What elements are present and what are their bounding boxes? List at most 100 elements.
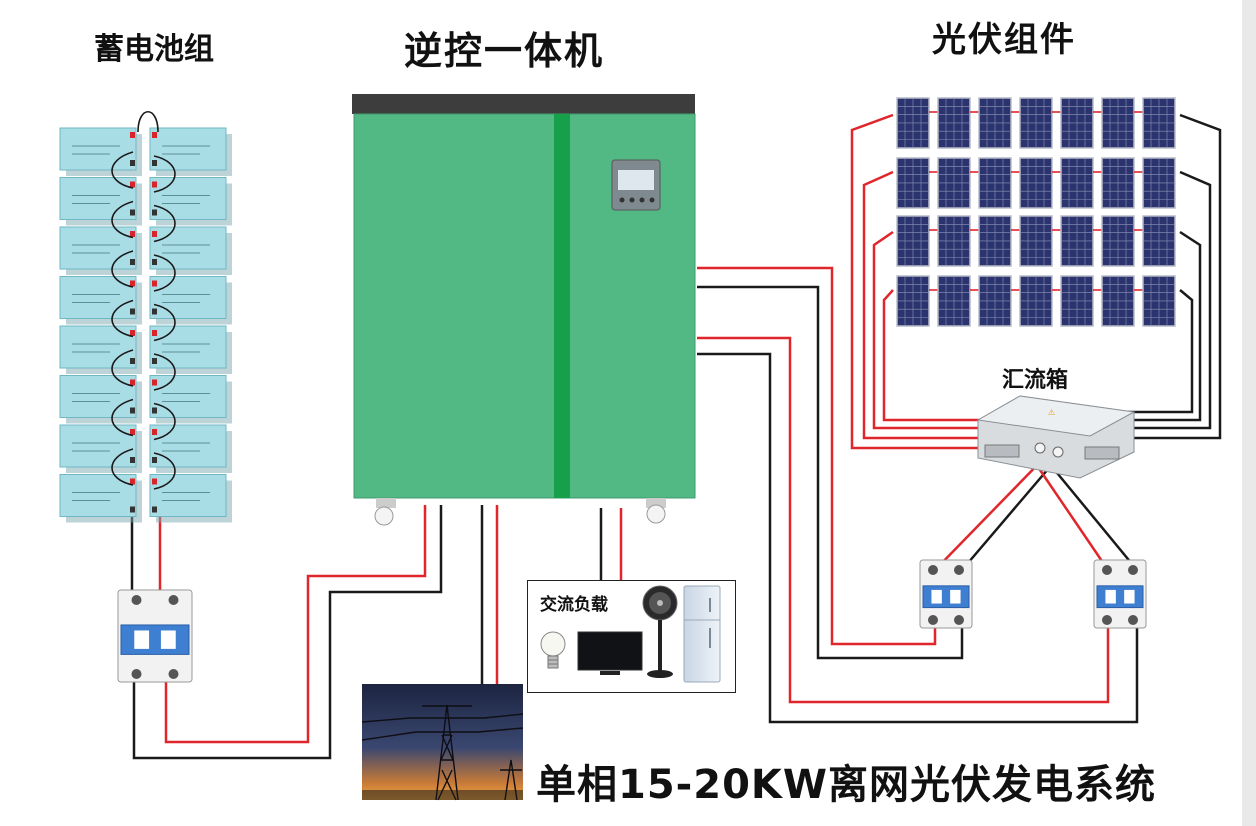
inverter-center-stripe: [554, 114, 570, 498]
solar-panel: [1019, 97, 1061, 149]
solar-panel: [978, 157, 1020, 209]
inverter-wheel-left: [374, 498, 396, 526]
wire-pv1-pos: [697, 266, 937, 646]
battery-unit: [59, 375, 142, 424]
solar-panel: [896, 157, 938, 209]
battery-unit: [59, 276, 142, 325]
battery-unit: [149, 276, 232, 325]
solar-panel: [896, 97, 938, 149]
battery-jumper: [137, 111, 159, 133]
battery-jumper: [111, 200, 134, 239]
wire-string1-pos: [850, 113, 982, 450]
wire-combiner-b1-neg: [961, 454, 1061, 571]
solar-panel: [1142, 157, 1176, 209]
wire-combiner-b2-pos: [1038, 469, 1110, 571]
wire-pv2-neg: [697, 352, 1139, 724]
solar-panel: [1019, 215, 1061, 267]
inverter-cabinet: [352, 94, 696, 526]
circuit-breaker: [117, 589, 193, 683]
inverter-title: 逆控一体机: [404, 29, 605, 73]
solar-panel: [1101, 275, 1143, 327]
battery-jumper: [111, 299, 134, 338]
page-edge: [1242, 0, 1256, 826]
solar-panel: [1101, 157, 1143, 209]
battery-bank-title: 蓄电池组: [94, 32, 214, 67]
ac-load-title: 交流负载: [540, 595, 608, 615]
solar-panel: [1019, 157, 1061, 209]
wire-pv1-neg: [697, 285, 964, 660]
battery-jumper: [153, 402, 176, 441]
wire-breaker-to-inverter-neg: [132, 505, 443, 760]
wire-string2-pos: [862, 170, 988, 440]
battery-unit: [59, 424, 142, 473]
wire-pv2-pos: [697, 336, 1110, 704]
system-title: 单相15-20KW离网光伏发电系统: [536, 762, 1157, 808]
circuit-breaker: [919, 559, 973, 629]
battery-unit: [149, 325, 232, 374]
battery-unit: [149, 177, 232, 226]
combiner-output-gland-2: [1052, 446, 1064, 458]
wire-string1-neg: [1110, 113, 1222, 440]
solar-panel: [937, 275, 979, 327]
combiner-glands-right: [1084, 446, 1120, 460]
solar-panel: [1060, 215, 1102, 267]
battery-unit: [59, 177, 142, 226]
lightbulb-icon: [540, 631, 566, 669]
battery-jumper: [153, 303, 176, 342]
battery-bank: [59, 111, 232, 523]
battery-jumper: [111, 398, 134, 437]
battery-unit: [59, 226, 142, 275]
ac-load-appliances: [540, 585, 721, 683]
solar-panel: [1060, 157, 1102, 209]
inverter-wheel-right: [646, 498, 666, 524]
battery-unit: [149, 127, 232, 176]
solar-panel: [937, 97, 979, 149]
combiner-box-title: 汇流箱: [1002, 368, 1069, 393]
wire-combiner-b1-pos: [934, 454, 1048, 571]
solar-panel: [978, 215, 1020, 267]
wire-combiner-b2-neg: [1052, 467, 1138, 571]
solar-panel: [978, 97, 1020, 149]
wire-string2-neg: [1103, 170, 1212, 430]
battery-unit: [149, 375, 232, 424]
wire-breaker-to-inverter-pos: [164, 505, 427, 744]
battery-jumper: [153, 155, 176, 193]
battery-unit: [149, 226, 232, 275]
inverter-button-1: [619, 197, 625, 203]
solar-panel: [1142, 215, 1176, 267]
combiner-lid: [976, 395, 1136, 437]
solar-panel: [1019, 275, 1061, 327]
inverter-button-4: [649, 197, 655, 203]
television-icon: [577, 631, 643, 675]
fan-icon: [642, 585, 678, 678]
solar-panel: [937, 215, 979, 267]
solar-panel: [896, 215, 938, 267]
battery-jumper: [153, 204, 176, 243]
combiner-box: ⚠: [976, 395, 1136, 479]
battery-unit: [149, 424, 232, 473]
solar-panel: [937, 157, 979, 209]
battery-jumper: [111, 151, 134, 189]
battery-jumper: [111, 349, 134, 387]
power-tower-icon: [361, 704, 524, 801]
battery-unit: [59, 325, 142, 374]
battery-jumper: [111, 250, 134, 288]
inverter-display-screen: [618, 170, 654, 190]
battery-jumper: [153, 452, 176, 490]
breakers: [117, 559, 1147, 683]
battery-jumper: [153, 254, 176, 292]
wire-string3-pos: [872, 230, 995, 430]
combiner-output-gland-1: [1034, 442, 1046, 454]
combiner-glands-left: [984, 444, 1020, 458]
inverter-top-cap: [352, 94, 695, 114]
solar-panel: [1142, 275, 1176, 327]
solar-panel: [1060, 275, 1102, 327]
combiner-warning-icon: ⚠: [1048, 408, 1055, 417]
solar-panel: [1101, 97, 1143, 149]
solar-panel: [1142, 97, 1176, 149]
pv-modules-title: 光伏组件: [932, 20, 1076, 60]
battery-jumper: [111, 448, 134, 486]
solar-panel: [1101, 215, 1143, 267]
solar-array: [896, 97, 1176, 327]
